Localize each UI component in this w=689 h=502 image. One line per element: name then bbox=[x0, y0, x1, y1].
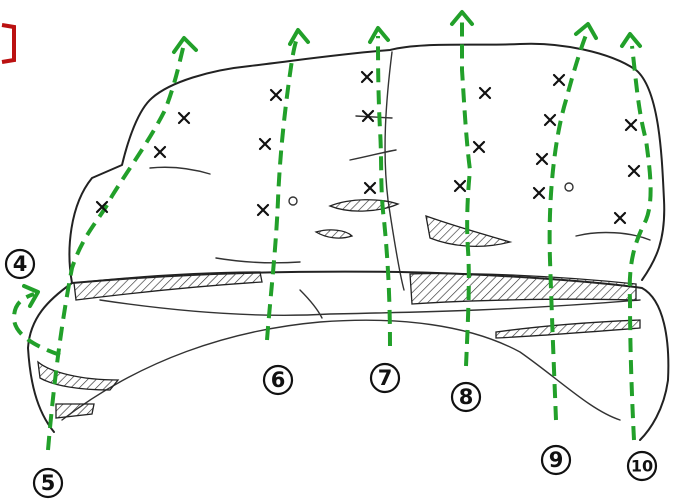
route-10-arrowhead bbox=[620, 32, 642, 48]
crack-6 bbox=[215, 257, 301, 264]
svg-text:6: 6 bbox=[271, 368, 286, 392]
route-7-arrowhead bbox=[368, 26, 390, 44]
bolt-icon bbox=[624, 118, 638, 132]
bolt-icon bbox=[627, 164, 641, 178]
crack-4 bbox=[575, 231, 651, 241]
bolt-icon bbox=[543, 113, 557, 127]
route-5-arrowhead bbox=[172, 36, 198, 54]
bolt-icon bbox=[613, 211, 627, 225]
lower-base-line bbox=[61, 319, 621, 421]
bolt-icon bbox=[360, 70, 374, 84]
pocket-1 bbox=[288, 196, 298, 206]
hatched-band-left bbox=[73, 271, 263, 301]
hatched-ledge-mid bbox=[328, 199, 400, 212]
bolt-icon bbox=[269, 88, 283, 102]
bolt-icon bbox=[361, 109, 375, 123]
svg-text:5: 5 bbox=[41, 471, 56, 495]
corner-bracket-mark bbox=[1, 23, 16, 64]
route-4-badge: 4 bbox=[4, 248, 36, 280]
bolt-icon bbox=[532, 186, 546, 200]
route-9-arrowhead bbox=[574, 22, 598, 40]
upper-rock-outline bbox=[68, 42, 666, 284]
hatched-ledge-small bbox=[314, 229, 354, 239]
bolt-icon bbox=[535, 152, 549, 166]
route-9-line bbox=[547, 29, 590, 421]
route-4-arrowhead bbox=[22, 284, 40, 308]
bolt-icon bbox=[256, 203, 270, 217]
crack-2 bbox=[355, 115, 393, 119]
route-10-line bbox=[627, 45, 653, 441]
crack-3 bbox=[149, 166, 211, 175]
hatched-ledge-lower-right bbox=[495, 319, 641, 339]
route-8-arrowhead bbox=[450, 10, 474, 26]
route-6-line bbox=[265, 35, 300, 341]
svg-text:9: 9 bbox=[549, 448, 564, 472]
bolt-icon bbox=[95, 200, 109, 214]
pocket-2 bbox=[564, 182, 574, 192]
route-6-badge: 6 bbox=[262, 364, 294, 396]
bolt-icon bbox=[363, 181, 377, 195]
route-7-line bbox=[376, 35, 392, 347]
bolt-icon bbox=[552, 73, 566, 87]
lower-ledge-line bbox=[99, 299, 641, 316]
bolt-icon bbox=[258, 137, 272, 151]
bolt-icon bbox=[478, 86, 492, 100]
bolt-icon bbox=[177, 111, 191, 125]
svg-text:7: 7 bbox=[378, 366, 393, 390]
svg-text:4: 4 bbox=[13, 252, 28, 276]
hatched-base-left-2 bbox=[55, 403, 95, 419]
route-7-badge: 7 bbox=[369, 362, 401, 394]
crack-5 bbox=[299, 289, 323, 319]
route-6-arrowhead bbox=[288, 28, 310, 46]
bolt-icon bbox=[472, 140, 486, 154]
svg-text:8: 8 bbox=[459, 385, 474, 409]
svg-text:10: 10 bbox=[631, 457, 653, 476]
crack-1 bbox=[349, 149, 397, 161]
route-9-badge: 9 bbox=[540, 444, 572, 476]
bolt-markers bbox=[95, 70, 641, 225]
hatched-band-right bbox=[409, 272, 637, 305]
bolt-icon bbox=[453, 179, 467, 193]
route-10-badge: 10 bbox=[626, 450, 658, 482]
route-4-line bbox=[12, 292, 61, 357]
route-5-badge: 5 bbox=[32, 467, 64, 499]
face-divider bbox=[384, 51, 405, 291]
hatched-base-left bbox=[37, 360, 120, 391]
bolt-icon bbox=[153, 145, 167, 159]
route-8-line bbox=[460, 18, 472, 367]
route-8-badge: 8 bbox=[450, 381, 482, 413]
route-5-line bbox=[46, 43, 186, 451]
